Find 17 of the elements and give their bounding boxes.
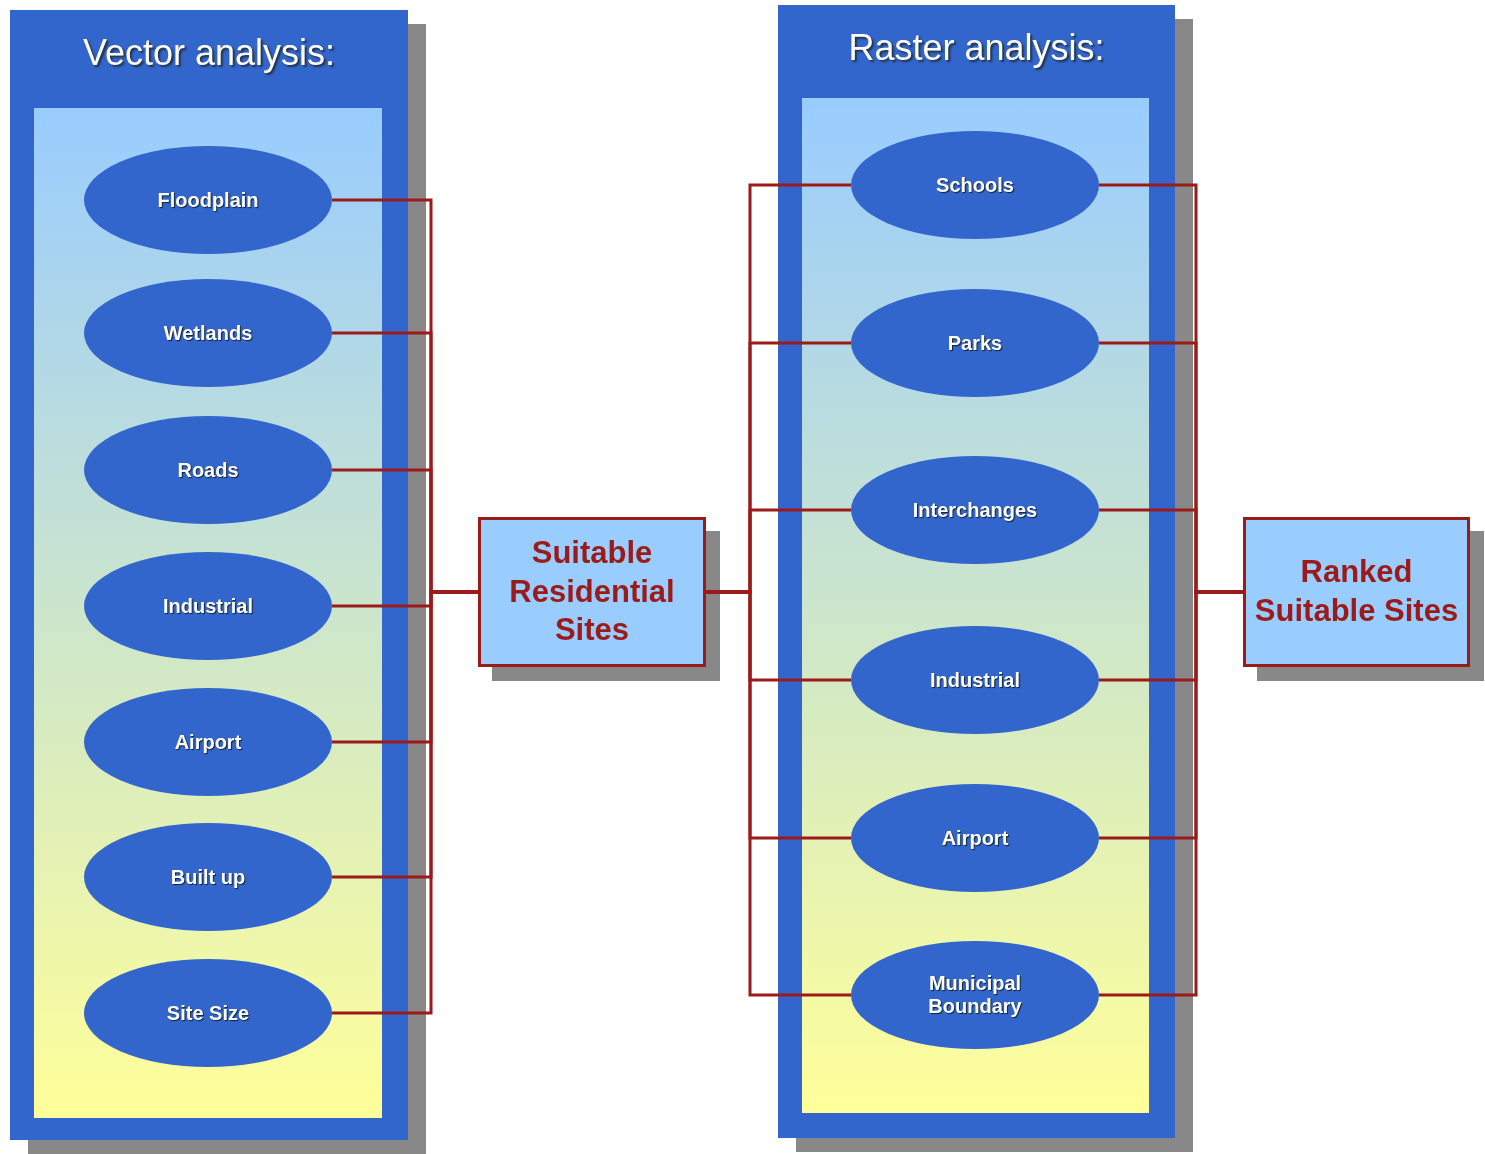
layer-label: Industrial [162, 594, 254, 618]
panel-title: Vector analysis: [81, 32, 337, 74]
layer-label: Roads [176, 458, 240, 482]
layer-label: Floodplain [156, 188, 260, 212]
result-label: Suitable Residential Sites [508, 533, 676, 650]
layer-label: Municipal Boundary [927, 972, 1023, 1018]
result-label: Ranked Suitable Sites [1253, 553, 1460, 630]
panel-title: Raster analysis: [847, 27, 1106, 69]
layer-label: Site Size [165, 1001, 251, 1025]
layer-label: Built up [169, 865, 247, 889]
layer-label: Industrial [929, 668, 1021, 692]
layer-label: Wetlands [162, 321, 254, 345]
layer-label: Schools [935, 173, 1015, 197]
layer-label: Airport [173, 730, 243, 754]
layer-label: Interchanges [911, 498, 1039, 522]
layer-label: Airport [940, 826, 1010, 850]
layer-label: Parks [946, 331, 1004, 355]
